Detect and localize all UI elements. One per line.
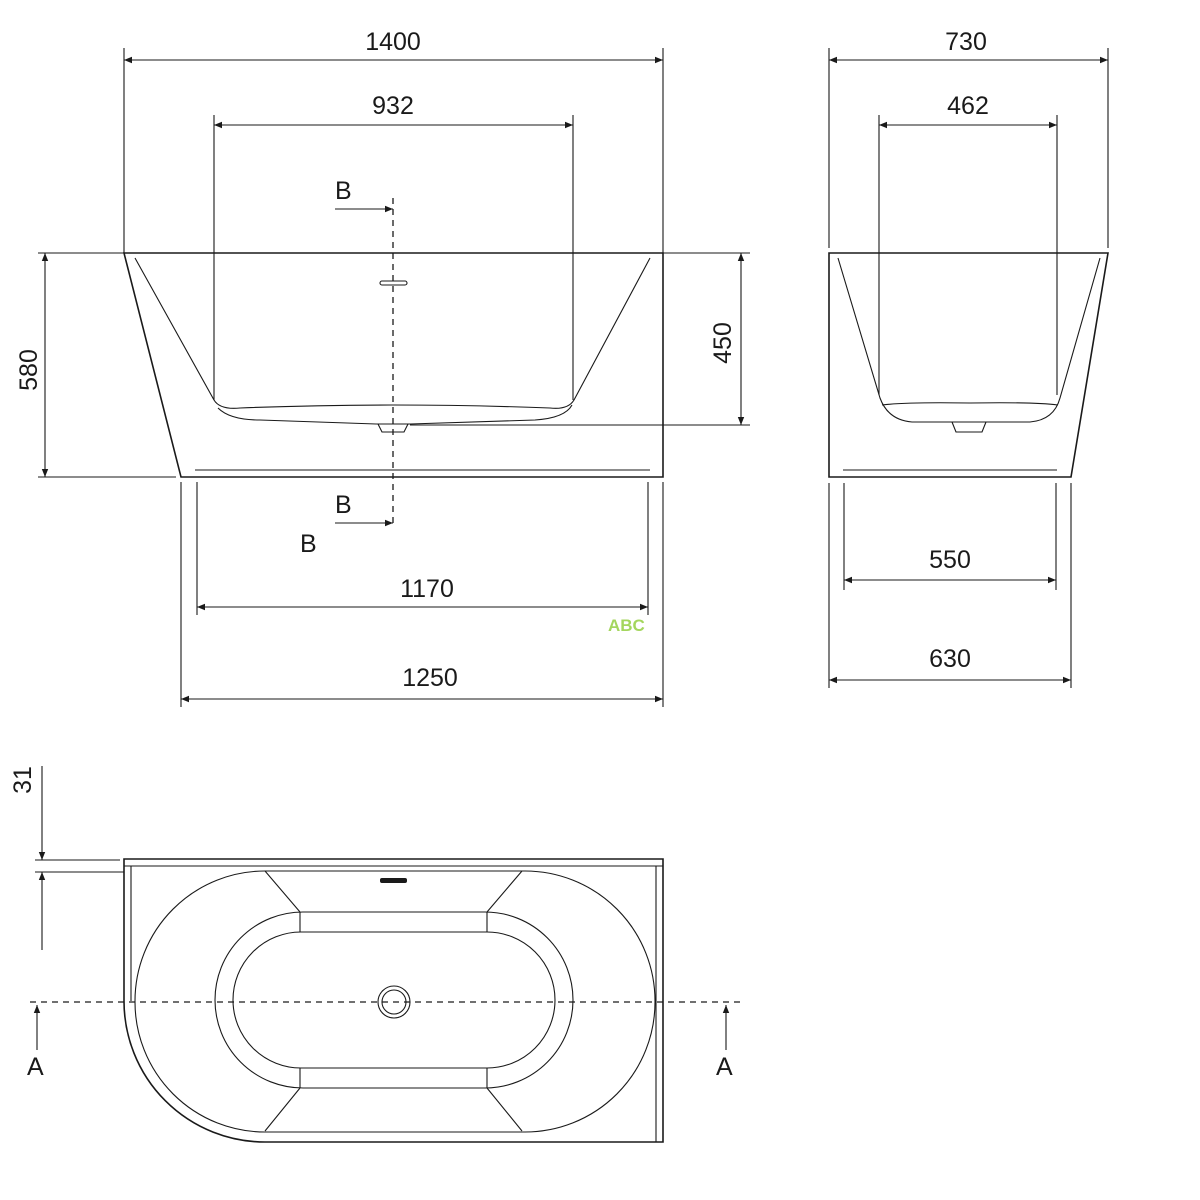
dim-base-inner: 1170: [400, 575, 454, 603]
dim-base-width-outer: 630: [929, 645, 971, 673]
top-overflow-icon: [380, 878, 407, 883]
side-outline: [828, 252, 1109, 478]
top-basin: [214, 911, 574, 1089]
front-basin-floor: [217, 404, 573, 425]
top-basin-floor: [232, 931, 556, 1069]
watermark-logo: ABC: [608, 616, 645, 635]
dim-overall-height: 580: [15, 349, 43, 391]
dim-inner-width: 462: [947, 92, 989, 120]
front-view: B B B 1400 932 580 450 1170 1250 ABC: [15, 28, 750, 707]
dim-inner-depth: 450: [709, 322, 737, 364]
dim-overall-length: 1400: [365, 28, 421, 56]
dim-overall-width: 730: [945, 28, 987, 56]
dim-inner-length: 932: [372, 92, 414, 120]
front-basin: [134, 257, 651, 409]
dim-base-outer: 1250: [402, 664, 458, 692]
front-outline: [122, 252, 664, 478]
section-a-label-left: A: [27, 1053, 44, 1081]
side-drain-icon: [951, 421, 987, 433]
top-view: A A 31: [9, 766, 742, 1143]
dim-base-width-inner: 550: [929, 546, 971, 574]
dim-rim-offset: 31: [9, 766, 37, 794]
top-outline: [123, 858, 664, 1143]
side-basin: [837, 257, 1101, 423]
overflow-icon: [379, 280, 408, 286]
section-b-name: B: [300, 530, 317, 558]
side-view: 730 462 550 630: [828, 28, 1109, 688]
section-b-label-bottom: B: [335, 491, 352, 519]
section-b-label-top: B: [335, 177, 352, 205]
section-a-label-right: A: [716, 1053, 733, 1081]
